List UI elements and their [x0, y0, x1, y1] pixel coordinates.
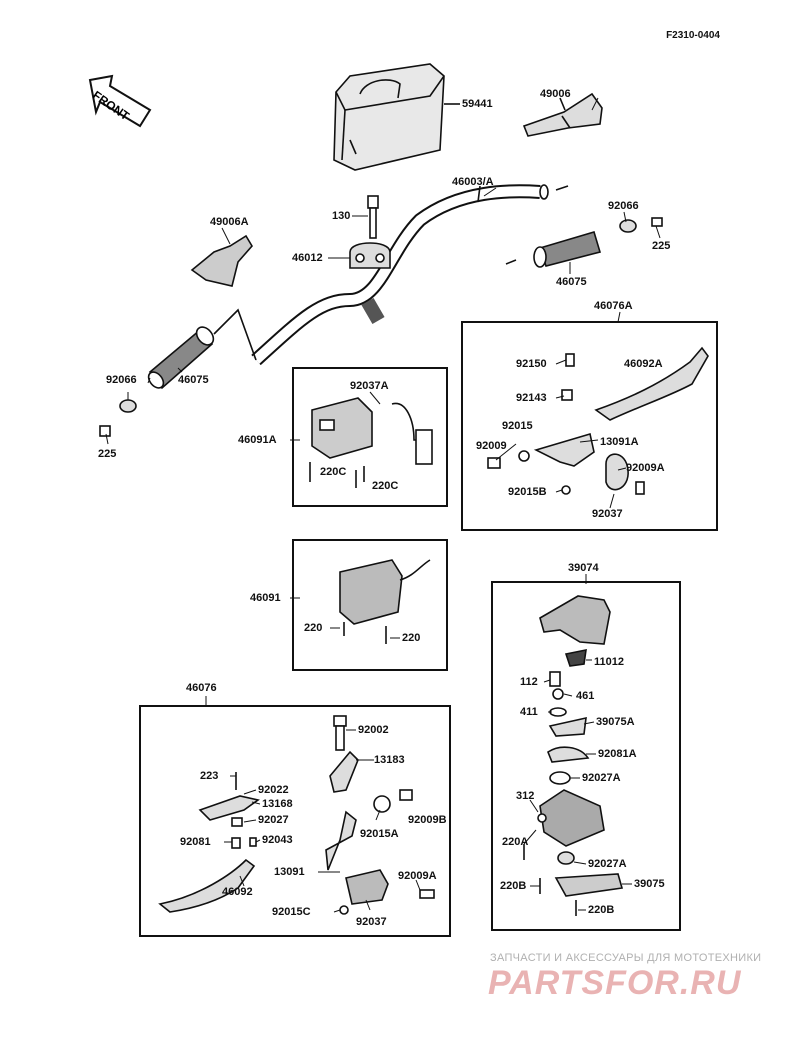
label-411: 411 — [520, 706, 538, 718]
label-220-1: 220 — [304, 622, 323, 634]
throttle-case-part — [523, 595, 624, 916]
label-92015c: 92015C — [272, 906, 311, 918]
label-220a: 220A — [502, 836, 529, 848]
label-92015b: 92015B — [508, 486, 547, 498]
label-39074: 39074 — [568, 562, 599, 574]
leader-lines — [105, 97, 661, 913]
label-46092a: 46092A — [624, 358, 663, 370]
brake-lever-part — [158, 715, 435, 915]
label-46075-right: 46075 — [556, 276, 587, 288]
label-112: 112 — [520, 676, 538, 688]
label-220c-2: 220C — [372, 480, 399, 492]
left-grip-end-part — [190, 234, 253, 287]
handlebar-pad-part — [333, 63, 460, 171]
label-92150: 92150 — [516, 358, 547, 370]
label-223: 223 — [200, 770, 219, 782]
label-46091: 46091 — [250, 592, 281, 604]
switch-box-46091 — [292, 539, 448, 671]
label-92009b: 92009B — [408, 814, 447, 826]
label-92022: 92022 — [258, 784, 289, 796]
label-92015a: 92015A — [360, 828, 399, 840]
label-46075-left: 46075 — [178, 374, 209, 386]
label-46092: 46092 — [222, 886, 253, 898]
label-13091a: 13091A — [600, 436, 639, 448]
label-130: 130 — [332, 210, 351, 222]
label-225-right: 225 — [652, 240, 671, 252]
lever-box-46076 — [139, 705, 451, 937]
label-13183: 13183 — [374, 754, 405, 766]
label-59441: 59441 — [462, 98, 493, 110]
label-225-left: 225 — [98, 448, 117, 460]
label-49006a: 49006A — [210, 216, 249, 228]
label-46091a: 46091A — [238, 434, 277, 446]
label-220-2: 220 — [402, 632, 421, 644]
label-220c-1: 220C — [320, 466, 347, 478]
watermark-subtitle: ЗАПЧАСТИ И АКСЕССУАРЫ ДЛЯ МОТОТЕХНИКИ — [490, 952, 762, 964]
label-92015: 92015 — [502, 420, 533, 432]
right-grip-part — [505, 217, 663, 268]
watermark-logo: PARTSFOR.RU — [488, 964, 742, 1002]
clamp-bolt-part — [349, 195, 391, 269]
label-46003a: 46003/A — [452, 176, 494, 188]
label-92081a: 92081A — [598, 748, 637, 760]
label-92027a-2: 92027A — [588, 858, 627, 870]
label-13168: 13168 — [262, 798, 293, 810]
clutch-lever-part — [487, 346, 709, 495]
label-92002: 92002 — [358, 724, 389, 736]
handlebar-part — [251, 184, 569, 366]
label-92027: 92027 — [258, 814, 289, 826]
label-92143: 92143 — [516, 392, 547, 404]
label-92009a-bot: 92009A — [398, 870, 437, 882]
label-39075a: 39075A — [596, 716, 635, 728]
label-92037a: 92037A — [350, 380, 389, 392]
label-92081: 92081 — [180, 836, 211, 848]
front-arrow-icon — [88, 74, 152, 128]
grip-end-part — [522, 92, 603, 137]
diagram-code: F2310-0404 — [666, 30, 720, 41]
label-46012: 46012 — [292, 252, 323, 264]
label-46076: 46076 — [186, 682, 217, 694]
label-220b-2: 220B — [588, 904, 615, 916]
label-220b-1: 220B — [500, 880, 527, 892]
label-92009a-top: 92009A — [626, 462, 665, 474]
label-92027a-1: 92027A — [582, 772, 621, 784]
lever-box-46076A — [461, 321, 718, 531]
label-92037-bot: 92037 — [356, 916, 387, 928]
label-13091: 13091 — [274, 866, 305, 878]
label-312: 312 — [516, 790, 535, 802]
label-39075: 39075 — [634, 878, 665, 890]
label-49006: 49006 — [540, 88, 571, 100]
label-92066-left: 92066 — [106, 374, 137, 386]
label-461: 461 — [576, 690, 595, 702]
right-switch-part — [339, 559, 431, 644]
label-46076a: 46076A — [594, 300, 633, 312]
label-92066-right: 92066 — [608, 200, 639, 212]
label-92009: 92009 — [476, 440, 507, 452]
left-switch-part — [309, 397, 433, 488]
label-11012: 11012 — [594, 656, 624, 668]
left-grip-part — [99, 308, 257, 437]
label-92037-top: 92037 — [592, 508, 623, 520]
label-92043: 92043 — [262, 834, 293, 846]
switch-box-46091A — [292, 367, 448, 507]
